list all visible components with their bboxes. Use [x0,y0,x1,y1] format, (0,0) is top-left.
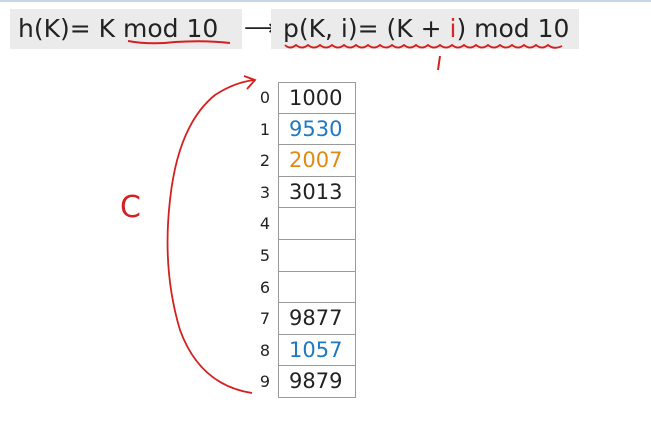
slot-value [278,271,356,304]
slot-value: 2007 [278,145,356,177]
slot-index: 9 [259,372,271,392]
slot-index: 6 [259,277,271,297]
slot-value: 9879 [278,366,356,398]
handwritten-letter-c: C [120,190,141,225]
slot-index: 4 [259,214,271,234]
hash-prefix: h(K)= K [18,14,123,43]
probe-prefix: p(K, i)= (K + [283,14,450,43]
slot-index: 2 [259,151,271,171]
arrow-icon: ⟶ [244,16,276,41]
slot-index: 3 [259,182,271,202]
slot-index: 8 [259,340,271,360]
slot-index: 7 [259,309,271,329]
slot-value: 9530 [278,113,356,146]
slot-value: 1000 [278,82,356,114]
probe-function-formula: p(K, i)= (K + i) mod 10 [271,9,579,49]
probe-suffix: ) mod 10 [456,14,570,43]
hash-function-formula: h(K)= K mod 10 [10,9,242,49]
slot-value: 3013 [278,176,356,209]
slot-value [278,208,356,240]
i-tick-mark [437,55,441,71]
probe-i-term: i [449,14,457,43]
slot-value [278,239,356,272]
slot-index: 0 [259,88,271,107]
wraparound-arrow [166,79,256,394]
hash-mod-term: mod 10 [122,14,219,43]
slot-value: 9877 [278,303,356,335]
slot-value: 1057 [278,334,356,367]
slot-index: 5 [259,245,271,265]
top-border [0,0,651,2]
slot-index: 1 [259,119,271,139]
